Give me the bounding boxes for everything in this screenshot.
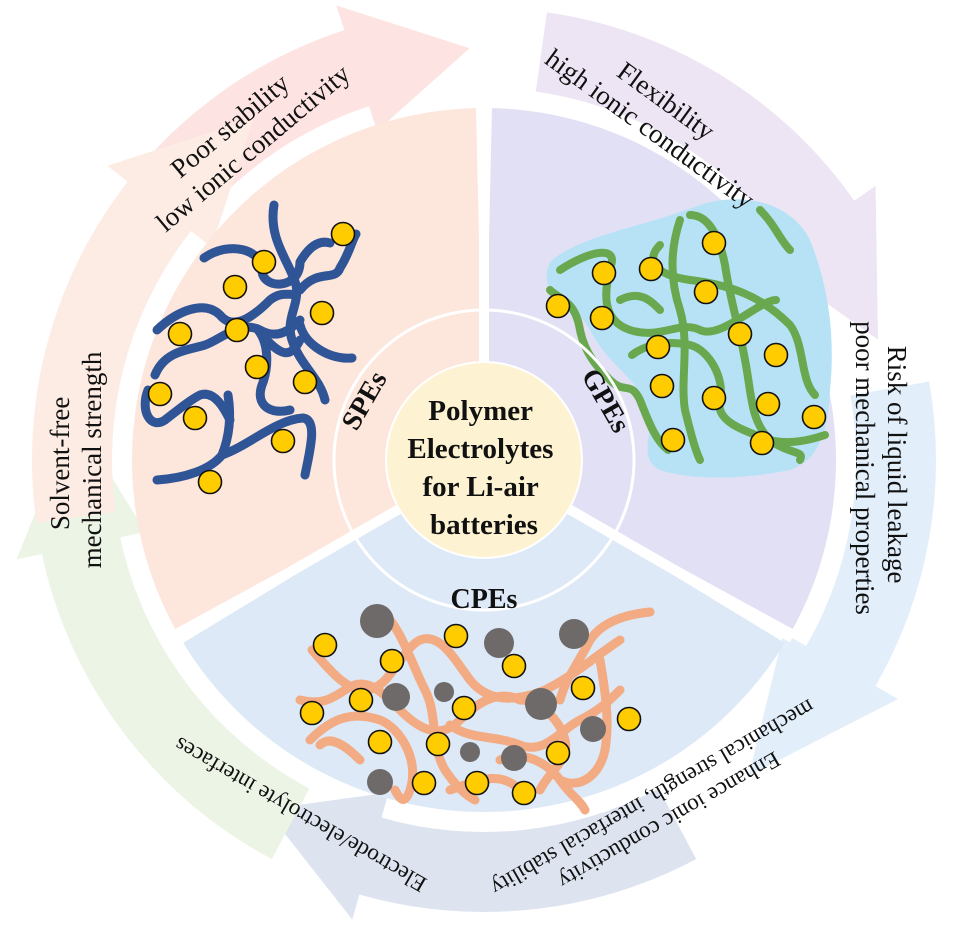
li-ion-icon <box>309 300 335 326</box>
li-ion-icon <box>755 391 781 417</box>
li-ion-icon <box>727 321 753 347</box>
arrow-spes-advantages <box>32 118 254 523</box>
li-ion-icon <box>411 770 437 796</box>
li-ion-icon <box>801 404 827 430</box>
polymer-chain <box>756 206 794 254</box>
spes-illustration <box>140 200 361 495</box>
li-ion-icon <box>701 385 727 411</box>
li-ion-icon <box>701 230 727 256</box>
inner-ring-outline <box>332 308 636 612</box>
polymer-chain <box>616 291 664 314</box>
arrow-cpes-challenge <box>16 416 310 860</box>
li-ion-icon <box>638 256 664 282</box>
polymer-chain <box>199 237 335 289</box>
li-ion-icon <box>244 354 270 380</box>
li-ion-icon <box>367 729 393 755</box>
li-ion-icon <box>167 321 193 347</box>
arrow-gpes-drawbacks <box>748 381 937 776</box>
cpes-illustration <box>295 604 655 815</box>
li-ion-icon <box>197 469 223 495</box>
center-title-line: Polymer <box>428 395 533 427</box>
li-ion-icon <box>330 221 356 247</box>
polymer-chain <box>305 711 418 804</box>
li-ion-icon <box>299 700 325 726</box>
li-ion-icon <box>451 695 477 721</box>
li-ion-icon <box>312 632 338 658</box>
li-ion-icon <box>763 342 789 368</box>
ceramic-filler-icon <box>360 604 394 638</box>
center-title-line: for Li-air <box>423 471 539 503</box>
polymer-chain <box>253 325 295 416</box>
polymer-chain <box>295 320 357 363</box>
li-ion-icon <box>425 731 451 757</box>
li-ion-icon <box>645 334 671 360</box>
center-circle <box>385 361 583 559</box>
li-ion-icon <box>443 623 469 649</box>
center-group: Polymer Electrolytes for Li-air batterie… <box>332 308 636 615</box>
li-ion-icon <box>616 706 642 732</box>
li-ion-icon <box>749 430 775 456</box>
polymer-chain <box>217 413 317 480</box>
arrow-cpes-advantages <box>265 788 697 920</box>
ceramic-filler-icon <box>580 716 606 742</box>
polymer-chain <box>445 773 525 795</box>
polymer-chain <box>555 655 612 788</box>
ceramic-filler-icon <box>460 742 480 762</box>
ceramic-filler-icon <box>367 769 393 795</box>
ceramic-filler-icon <box>559 619 589 649</box>
li-ion-icon <box>545 293 571 319</box>
li-ion-icon <box>147 381 173 407</box>
polymer-chain <box>668 216 704 464</box>
li-ion-icon <box>348 687 374 713</box>
polymer-chain <box>140 385 235 427</box>
li-ion-icon <box>570 675 596 701</box>
li-ion-icon <box>589 305 615 331</box>
polymer-chain <box>257 330 305 357</box>
li-ion-icon <box>660 427 686 453</box>
ceramic-filler-icon <box>501 745 527 771</box>
center-title-line: batteries <box>430 509 538 541</box>
arrow-label-gpes-drawbacks: Risk of liquid leakage poor mechanical p… <box>850 321 912 615</box>
li-ion-icon <box>501 653 527 679</box>
ceramic-filler-icon <box>382 683 410 711</box>
li-ion-icon <box>251 249 277 275</box>
li-ion-icon <box>270 428 296 454</box>
li-ion-icon <box>591 260 617 286</box>
li-ion-icon <box>224 317 250 343</box>
li-ion-icon <box>464 770 490 796</box>
polymer-chain <box>556 248 780 337</box>
gpes-illustration <box>545 199 832 478</box>
polymer-chain <box>555 607 655 705</box>
ceramic-filler-icon <box>525 688 557 720</box>
sector-label-cpes: CPEs <box>451 584 518 615</box>
arrow-label-spes-advantages: Solvent-free mechanical strength <box>45 351 107 568</box>
li-ion-icon <box>292 369 318 395</box>
li-ion-icon <box>182 405 208 431</box>
li-ion-icon <box>222 274 248 300</box>
polymer-chain <box>315 736 365 765</box>
li-ion-icon <box>693 279 719 305</box>
li-ion-icon <box>649 373 675 399</box>
ceramic-filler-icon <box>484 628 514 658</box>
li-ion-icon <box>379 648 405 674</box>
li-ion-icon <box>545 740 571 766</box>
center-title: Polymer Electrolytes for Li-air batterie… <box>407 395 560 541</box>
center-title-line: Electrolytes <box>407 433 553 465</box>
ceramic-filler-icon <box>434 682 454 702</box>
polymer-illustrations <box>140 199 832 815</box>
li-ion-icon <box>511 780 537 806</box>
